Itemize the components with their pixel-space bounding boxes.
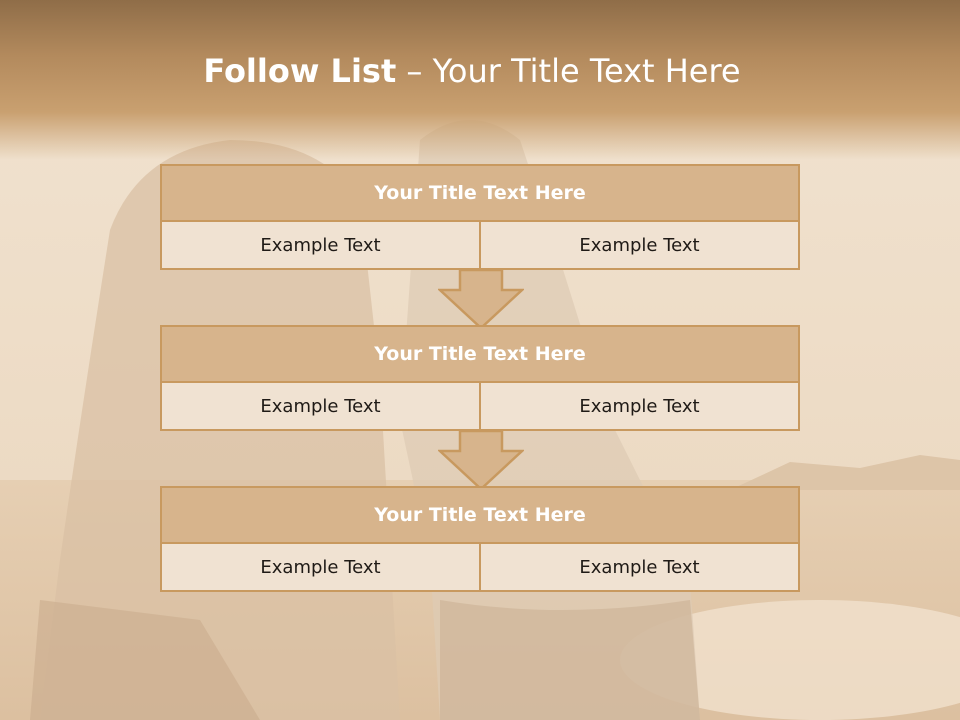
step-block: Your Title Text Here Example Text Exampl… — [160, 325, 800, 431]
step-cell-right: Example Text — [479, 544, 798, 590]
header-band — [0, 0, 960, 160]
slide-title-bold: Follow List — [203, 52, 397, 90]
step-cell-right: Example Text — [479, 222, 798, 268]
slide-title: Follow List – Your Title Text Here — [0, 52, 944, 90]
slide-title-rest: – Your Title Text Here — [406, 52, 741, 90]
down-arrow-icon — [438, 429, 524, 491]
step-cell-left: Example Text — [162, 222, 479, 268]
step-row: Example Text Example Text — [162, 222, 798, 268]
step-row: Example Text Example Text — [162, 544, 798, 590]
step-cell-left: Example Text — [162, 544, 479, 590]
step-cell-right: Example Text — [479, 383, 798, 429]
step-cell-left: Example Text — [162, 383, 479, 429]
step-title: Your Title Text Here — [162, 488, 798, 544]
down-arrow-icon — [438, 268, 524, 330]
step-block: Your Title Text Here Example Text Exampl… — [160, 164, 800, 270]
step-row: Example Text Example Text — [162, 383, 798, 429]
step-title: Your Title Text Here — [162, 166, 798, 222]
step-block: Your Title Text Here Example Text Exampl… — [160, 486, 800, 592]
step-title: Your Title Text Here — [162, 327, 798, 383]
